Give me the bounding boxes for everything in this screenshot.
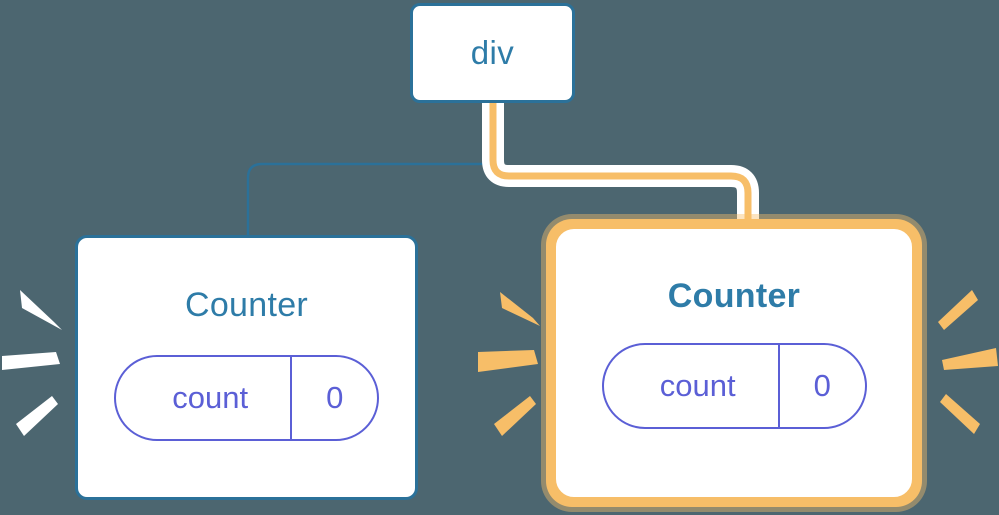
sparkle-group-left bbox=[2, 278, 72, 448]
sparkle-ray-upper bbox=[500, 292, 540, 326]
node-div[interactable]: div bbox=[410, 3, 575, 103]
node-div-label: div bbox=[470, 34, 515, 71]
state-pill-right: count 0 bbox=[601, 343, 867, 429]
state-key-left: count bbox=[172, 380, 249, 415]
edge-div-to-counter-left bbox=[246, 103, 495, 238]
sparkle-ray-lower bbox=[16, 396, 58, 436]
node-counter-right-label: Counter bbox=[667, 277, 801, 315]
node-counter-left[interactable]: Counter count 0 bbox=[75, 235, 418, 500]
sparkle-ray-middle bbox=[478, 350, 538, 372]
state-pill-left: count 0 bbox=[114, 355, 379, 441]
sparkle-ray-lower bbox=[494, 396, 536, 436]
edge-div-to-counter-right bbox=[489, 103, 752, 238]
state-value-right: 0 bbox=[777, 345, 865, 427]
sparkle-ray-lower bbox=[940, 394, 980, 434]
sparkle-ray-middle bbox=[942, 348, 998, 370]
state-key-right: count bbox=[659, 368, 736, 403]
sparkle-group-middle bbox=[478, 278, 548, 448]
sparkle-group-right bbox=[930, 278, 999, 448]
node-counter-right[interactable]: Counter count 0 bbox=[546, 219, 922, 507]
sparkle-ray-upper bbox=[938, 290, 978, 330]
state-value-left: 0 bbox=[290, 357, 377, 439]
sparkle-ray-middle bbox=[2, 352, 60, 370]
edge-div-to-counter-right-halo bbox=[482, 103, 759, 238]
node-counter-left-label: Counter bbox=[184, 286, 309, 324]
sparkle-ray-upper bbox=[20, 290, 62, 330]
node-counter-right-inner: Counter count 0 bbox=[556, 229, 912, 497]
